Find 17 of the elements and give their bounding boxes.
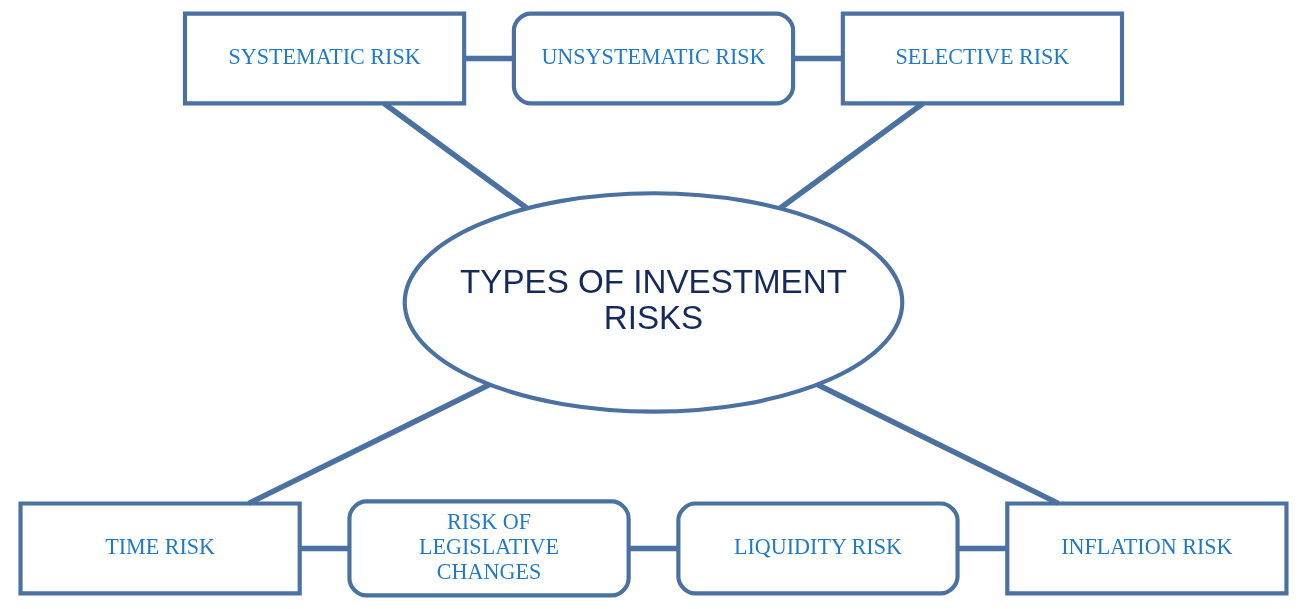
connector (247, 382, 491, 506)
node-box: TIME RISK (18, 501, 302, 596)
node-box: INFLATION RISK (1005, 501, 1289, 596)
node-box: SYSTEMATIC RISK (182, 11, 467, 106)
connector (300, 545, 350, 552)
connector (629, 545, 679, 552)
connector (382, 101, 529, 211)
node-box: UNSYSTEMATIC RISK (511, 11, 796, 106)
connector (958, 545, 1008, 552)
node-ellipse: TYPES OF INVESTMENT RISKS (402, 191, 905, 414)
node-box: RISK OF LEGISLATIVE CHANGES (347, 499, 631, 598)
connector (793, 55, 843, 62)
node-box: SELECTIVE RISK (840, 11, 1125, 106)
node-box: LIQUIDITY RISK (676, 501, 960, 596)
connector (464, 55, 514, 62)
connector (778, 101, 925, 211)
connector (816, 382, 1060, 506)
